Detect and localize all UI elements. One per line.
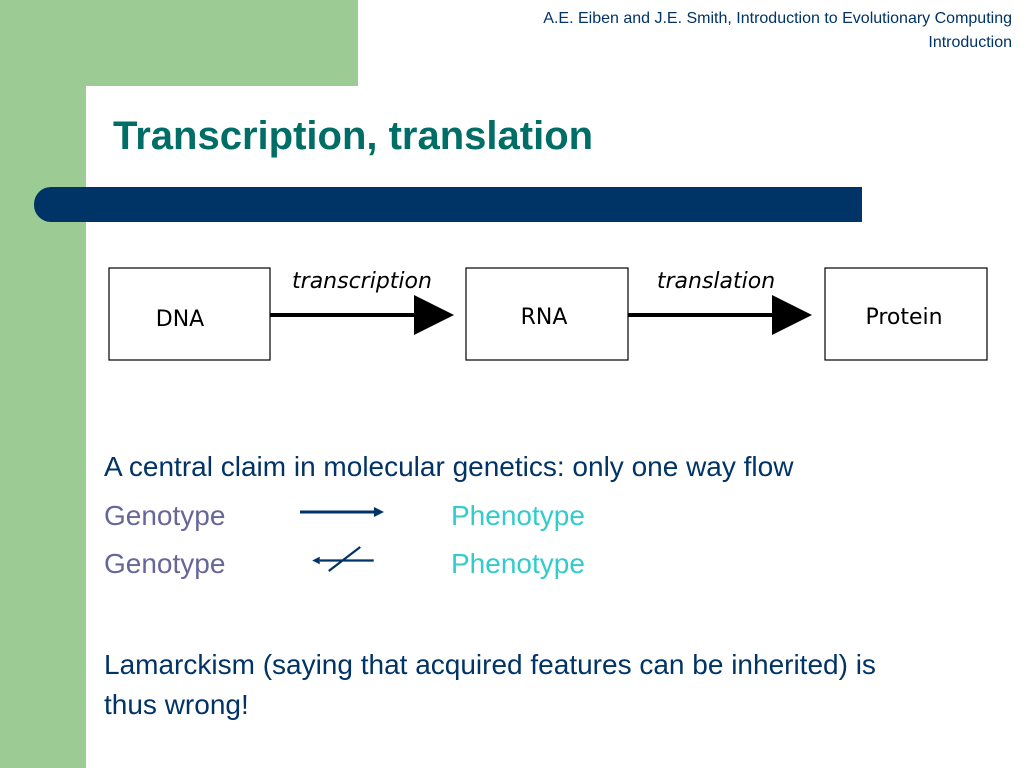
phenotype-label-1: Phenotype	[451, 500, 585, 531]
central-dogma-diagram: DNA RNA Protein transcription translatio…	[108, 267, 988, 361]
phenotype-label-2: Phenotype	[451, 548, 585, 579]
arrow-label-translation: translation	[657, 269, 775, 294]
title-underline-bar	[34, 187, 862, 222]
box-protein	[824, 267, 988, 361]
genotype-label-1: Genotype	[104, 500, 226, 531]
slide-header: A.E. Eiben and J.E. Smith, Introduction …	[392, 7, 1012, 55]
box-dna	[108, 267, 271, 361]
header-line-2: Introduction	[928, 34, 1012, 51]
left-decor-band	[0, 0, 86, 768]
box-rna	[465, 267, 629, 361]
box-label-protein: Protein	[865, 305, 942, 330]
arrow-label-transcription: transcription	[292, 269, 432, 294]
box-label-dna: DNA	[156, 307, 204, 332]
lamarckism-text: Lamarckism (saying that acquired feature…	[104, 649, 876, 720]
crossed-left-arrow-icon	[312, 546, 374, 572]
genotype-label-2: Genotype	[104, 548, 226, 579]
right-arrow-icon	[300, 507, 384, 517]
slide-title: Transcription, translation	[113, 114, 594, 158]
top-decor-band	[0, 0, 358, 86]
header-line-1: A.E. Eiben and J.E. Smith, Introduction …	[543, 10, 1012, 27]
central-claim-text: A central claim in molecular genetics: o…	[104, 451, 794, 482]
box-label-rna: RNA	[521, 305, 568, 330]
